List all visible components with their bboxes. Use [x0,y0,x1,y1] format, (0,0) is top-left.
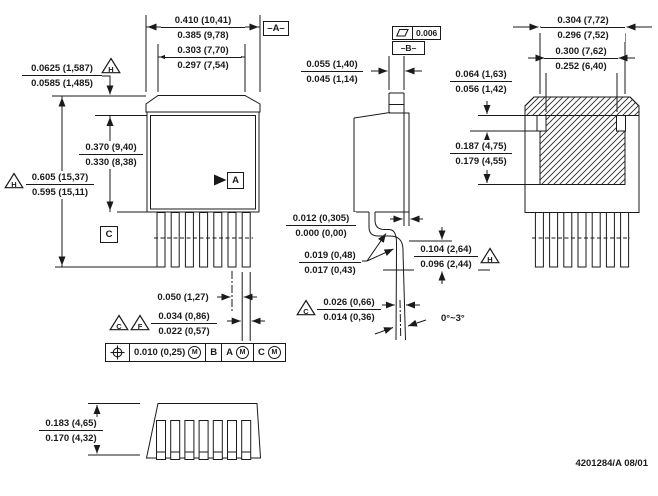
dim-max-value: 0.055 (1,40) [301,58,363,72]
triangle-flag-icon [109,314,129,331]
front-view [52,15,265,341]
flag-letter: H [487,255,493,264]
bottom-view [88,403,262,460]
dim-min-value: 0.296 (7,52) [557,29,609,41]
dim-min-value: 0.179 (4,55) [455,155,507,167]
flag-h-overall-height: H [4,172,24,189]
dim-max-value: 0.183 (4,65) [39,417,103,431]
datum-letter: C [257,347,265,358]
tolerance-cell: 0.010 (0,25) M [129,344,205,361]
dim-back-tab-depth: 0.187 (4,75) 0.179 (4,55) [450,140,512,168]
triangle-flag-icon [4,172,24,189]
datum-b-cell: B [205,344,221,361]
mmc-modifier-icon: M [267,346,281,359]
dim-min-value: 0.330 (8,38) [85,156,137,168]
dim-max-value: 0.370 (9,40) [79,141,143,155]
flag-h-standoff: H [480,247,500,264]
dim-back-tab-width-inner: 0.300 (7,62) 0.252 (6,40) [544,45,618,73]
dim-lead-width: 0.034 (0,86) 0.022 (0,57) [151,310,217,338]
dim-max-value: 0.064 (1,63) [450,68,512,82]
datum-letter: A [226,347,233,358]
flag-letter: H [108,65,114,74]
tolerance-value: 0.010 (0,25) [134,347,186,358]
datum-ref-a: –A– [263,21,289,36]
dim-overall-height: 0.605 (15,37) 0.595 (15,11) [26,171,94,199]
dim-min-value: 0.045 (1,14) [306,73,358,85]
flatness-symbol-icon [396,28,409,37]
triangle-flag-icon [296,299,316,316]
dim-min-value: 0.170 (4,32) [45,432,97,444]
triangle-flag-icon [101,57,121,74]
datum-ref-b: –B– [392,41,425,55]
dim-foot-width: 0.026 (0,66) 0.014 (0,36) [317,296,381,324]
dim-min-value: 0.252 (6,40) [555,60,607,72]
dim-overall-width: 0.410 (10,41) 0.385 (9,78) [161,14,245,42]
dim-min-value: 0.385 (9,78) [177,29,229,41]
position-symbol-icon [110,345,125,360]
dim-back-tab-step: 0.064 (1,63) 0.056 (1,42) [450,68,512,96]
dim-max-value: 0.187 (4,75) [450,140,512,154]
dim-max-value: 0.104 (2,64) [414,243,478,257]
flag-letter: H [11,180,17,189]
dim-max-value: 0.012 (0,305) [286,212,356,226]
dim-back-tab-width: 0.304 (7,72) 0.296 (7,52) [541,14,625,42]
flag-c-lead-width: C [109,314,129,331]
datum-c-cell: C M [252,344,285,361]
dim-max-value: 0.605 (15,37) [26,171,94,185]
dim-max-value: 0.019 (0,48) [299,249,361,263]
dim-lead-pitch: 0.050 (1,27) [151,291,215,304]
flag-letter: C [303,307,309,316]
position-tolerance-frame: 0.010 (0,25) M B A M C M [105,343,286,362]
dim-max-value: 0.304 (7,72) [541,14,625,28]
flag-c-foot-width: C [296,299,316,316]
flag-h-tab-height: H [101,57,121,74]
triangle-flag-icon [130,314,150,331]
dim-max-value: 0.300 (7,62) [544,45,618,59]
dim-min-value: 0.0585 (1,485) [31,77,93,89]
datum-c-box: C [100,226,118,243]
drawing-number: 4201284/A 08/01 [575,458,648,469]
flatness-tolerance-frame: 0.006 [392,26,442,40]
dim-max-value: 0.303 (7,70) [165,44,241,58]
dim-max-value: 0.026 (0,66) [317,296,381,310]
dim-standoff: 0.104 (2,64) 0.096 (2,44) [414,243,478,271]
flag-letter: C [116,322,122,331]
triangle-flag-icon [480,247,500,264]
position-symbol-cell [106,344,129,361]
dim-min-value: 0.096 (2,44) [420,258,472,270]
flag-letter: F [137,322,143,331]
back-view [470,23,652,268]
flatness-symbol-cell [393,27,412,39]
dim-tab-top-width: 0.303 (7,70) 0.297 (7,54) [165,44,241,72]
dim-foot-angle: 0°~3° [441,312,465,325]
dim-max-value: 0.0625 (1,587) [22,62,102,76]
flag-f-lead-width: F [130,314,150,331]
dim-min-value: 0.056 (1,42) [455,83,507,95]
dim-min-value: 0.297 (7,54) [177,59,229,71]
dim-min-value: 0.595 (15,11) [32,186,88,198]
datum-a-cell: A M [221,344,253,361]
dim-lead-thickness: 0.019 (0,48) 0.017 (0,43) [299,249,361,277]
datum-a-box: A [227,172,244,189]
dim-min-value: 0.017 (0,43) [304,264,356,276]
dim-bottom-thickness: 0.183 (4,65) 0.170 (4,32) [39,417,103,445]
dim-max-value: 0.410 (10,41) [161,14,245,28]
dim-body-height: 0.370 (9,40) 0.330 (8,38) [79,141,143,169]
dim-tab-height: 0.0625 (1,587) 0.0585 (1,485) [22,62,102,90]
dim-max-value: 0.034 (0,86) [151,310,217,324]
dim-min-value: 0.022 (0,57) [158,325,210,337]
flatness-value: 0.006 [412,27,440,39]
dim-lead-setback: 0.012 (0,305) 0.000 (0,00) [286,212,356,240]
dim-min-value: 0.014 (0,36) [323,311,375,323]
dim-tab-thickness: 0.055 (1,40) 0.045 (1,14) [301,58,363,86]
mmc-modifier-icon: M [235,346,249,359]
mmc-modifier-icon: M [188,346,202,359]
dim-min-value: 0.000 (0,00) [295,227,347,239]
